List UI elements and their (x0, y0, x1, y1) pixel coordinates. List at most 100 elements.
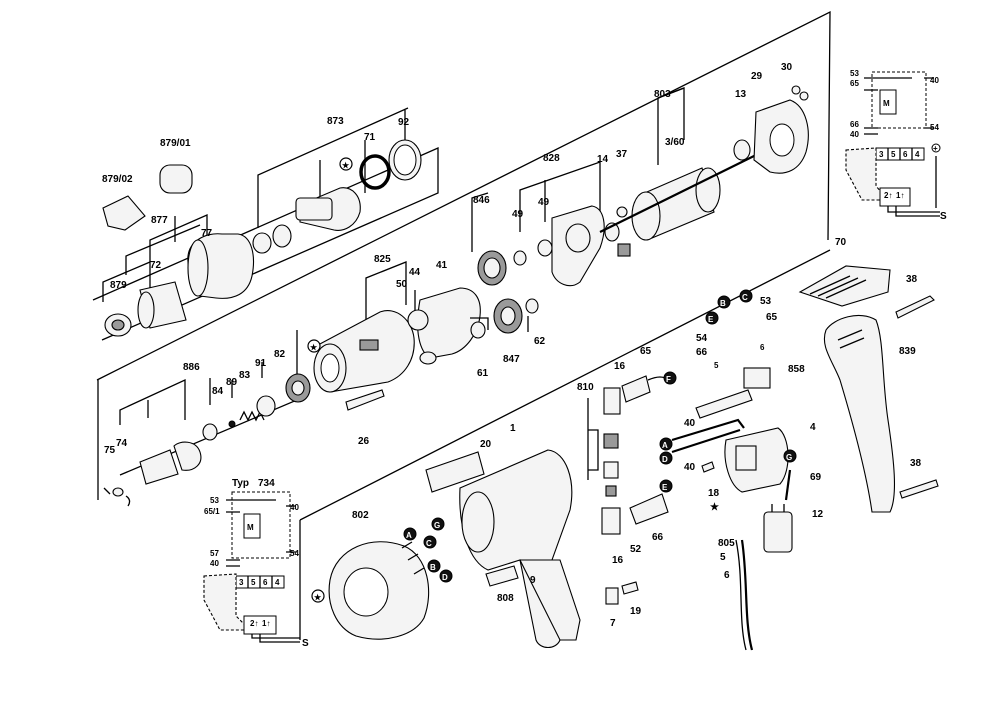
label-75: 75 (104, 445, 116, 456)
svg-text:★: ★ (310, 343, 318, 352)
label-54b: 54 (696, 333, 708, 344)
terminal-s6: 6 (263, 578, 268, 587)
label-38b: 38 (910, 458, 922, 469)
label-74: 74 (116, 438, 128, 449)
label-6: 6 (724, 570, 730, 581)
label-66c: 66 (652, 532, 664, 543)
badge-C1: C (742, 293, 748, 302)
clutch-ring (139, 449, 179, 485)
capacitor-12 (763, 511, 793, 553)
label-808: 808 (497, 593, 514, 604)
brush-65 (621, 375, 651, 403)
spring-91 (256, 395, 276, 417)
badge-G1: G (786, 453, 792, 462)
label-54w: 54 (930, 123, 939, 132)
label-62: 62 (534, 336, 546, 347)
screw-26 (345, 389, 385, 411)
label-57: 57 (210, 549, 219, 558)
label-886: 886 (183, 362, 200, 373)
label-805: 805 (718, 538, 735, 549)
brush-pin-a: 5 (714, 361, 719, 370)
badge-G2: G (434, 521, 440, 530)
label-40w2: 40 (850, 130, 859, 139)
badge-C2: C (426, 539, 432, 548)
label-858: 858 (788, 364, 805, 375)
switch-area (587, 367, 793, 651)
label-84: 84 (212, 386, 224, 397)
label-879-02: 879/02 (102, 174, 133, 185)
label-89: 89 (226, 377, 238, 388)
label-879: 879 (110, 280, 127, 291)
badge-B2: B (430, 563, 436, 572)
label-14: 14 (597, 154, 609, 165)
label-82: 82 (274, 349, 286, 360)
svg-text:★: ★ (314, 593, 322, 602)
spacer-a (252, 232, 272, 254)
plus-symbol: + (933, 144, 938, 153)
label-7: 7 (610, 618, 616, 629)
label-65-1: 65/1 (204, 507, 220, 516)
label-52: 52 (630, 544, 642, 555)
motor-symbol-m2: M (247, 523, 254, 532)
label-1: 1 (510, 423, 516, 434)
label-92: 92 (398, 117, 410, 128)
handle-group (798, 265, 939, 513)
terminal-t3: 3 (879, 150, 884, 159)
label-71: 71 (364, 132, 376, 143)
brush-66 (629, 493, 669, 525)
label-40f: 40 (210, 559, 219, 568)
label-53d: 53 (210, 496, 219, 505)
motor-housing: ★ (311, 449, 581, 649)
label-40d: 40 (684, 462, 696, 473)
chuck-group: ★ (102, 107, 422, 337)
wiring-diagram-top (845, 71, 941, 217)
handle-839 (823, 315, 896, 513)
wire-letter-2: S (302, 638, 309, 649)
label-802: 802 (352, 510, 369, 521)
screw-38-top (895, 295, 935, 319)
label-54d: 54 (290, 549, 299, 558)
armature-803 (599, 85, 809, 241)
label-29: 29 (751, 71, 763, 82)
label-803: 803 (654, 89, 671, 100)
label-847: 847 (503, 354, 520, 365)
label-16b: 16 (612, 555, 624, 566)
label-3-60: 3/60 (665, 137, 685, 148)
label-61: 61 (477, 368, 489, 379)
label-41: 41 (436, 260, 448, 271)
badge-E1: E (708, 315, 714, 324)
switch-858 (743, 367, 771, 389)
label-13: 13 (735, 89, 747, 100)
terminal-t4: 4 (915, 150, 920, 159)
spacer-b (272, 224, 292, 248)
label-877: 877 (151, 215, 168, 226)
part-879-02 (102, 195, 146, 231)
badge-A2: A (406, 531, 412, 540)
motor-symbol-m1: M (883, 99, 890, 108)
label-30: 30 (781, 62, 793, 73)
label-40w1: 40 (930, 76, 939, 85)
grip (519, 559, 581, 641)
star-icon (339, 157, 353, 171)
label-70: 70 (835, 237, 847, 248)
part-7 (605, 587, 619, 605)
label-65c: 65 (640, 346, 652, 357)
label-810: 810 (577, 382, 594, 393)
gear-group (470, 161, 631, 339)
label-4: 4 (810, 422, 816, 433)
badge-D2: D (442, 573, 448, 582)
screw-38-bottom (899, 479, 939, 499)
badge-E2: E (662, 483, 668, 492)
brush-pin-b: 6 (760, 343, 765, 352)
label-808 (485, 565, 519, 587)
label-16a: 16 (614, 361, 626, 372)
part-bearing-box (617, 243, 631, 257)
part-labels: 873 71 92 879/01 879/02 877 72 77 879 84… (102, 62, 947, 649)
label-91: 91 (255, 358, 267, 369)
label-50: 50 (396, 279, 408, 290)
connector-badges (403, 289, 797, 583)
terminal-s5: 5 (251, 578, 256, 587)
screw-18 (701, 461, 715, 473)
label-65w: 65 (850, 79, 859, 88)
